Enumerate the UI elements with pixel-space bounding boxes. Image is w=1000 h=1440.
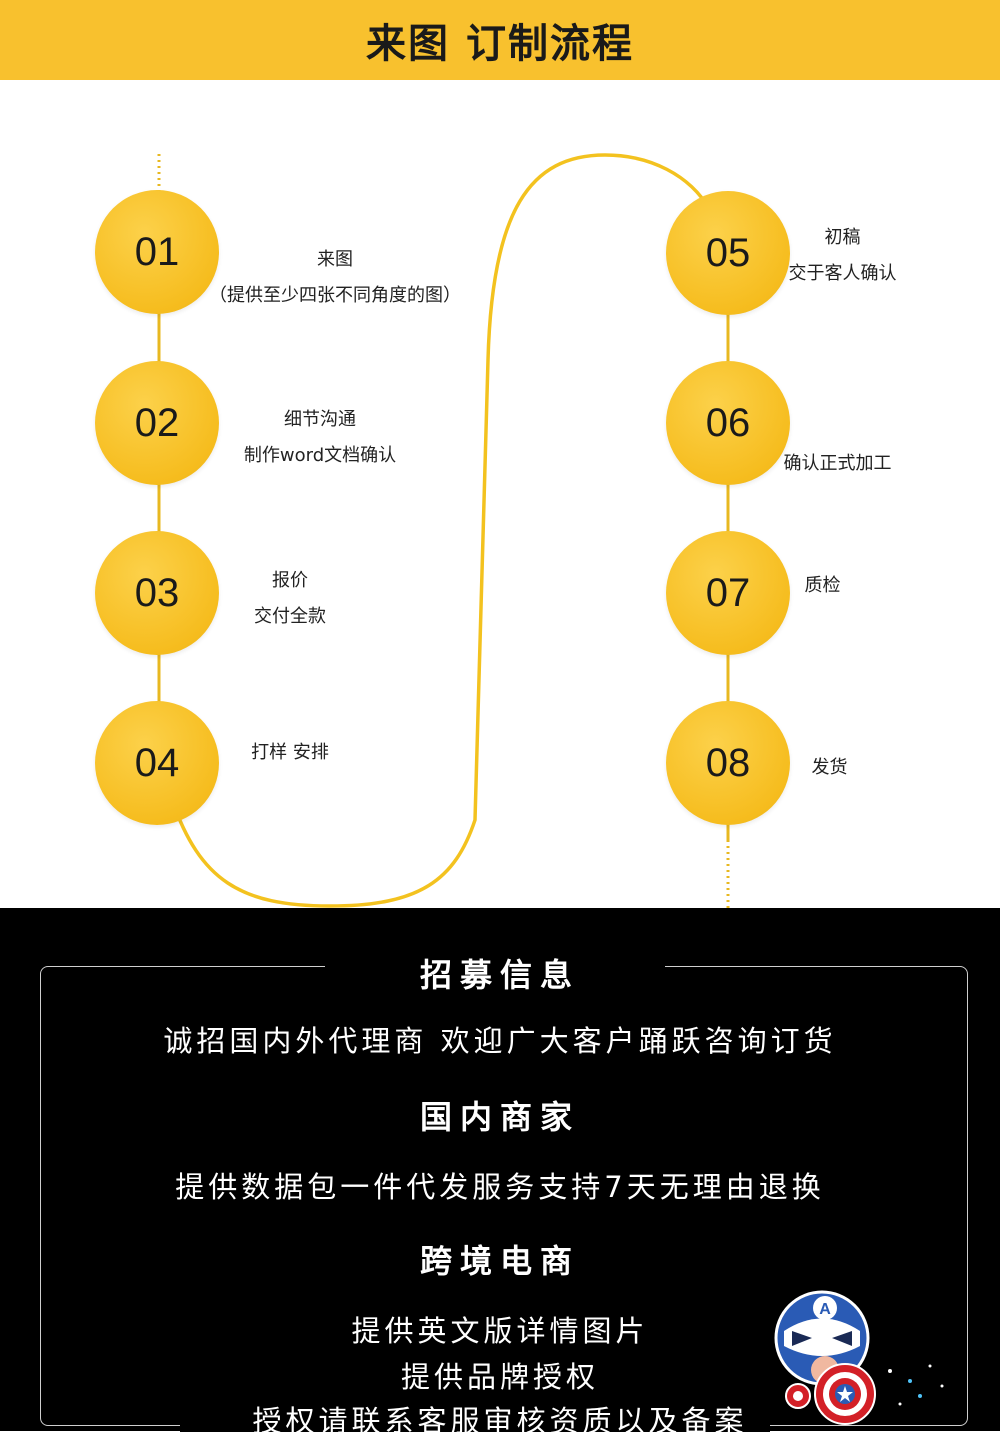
- step-circle-08: 08: [666, 701, 790, 825]
- step-label: 确认正式加工: [783, 453, 892, 474]
- crossborder-heading: 跨境电商: [419, 1242, 580, 1280]
- step-detail: （提供至少四张不同角度的图）: [209, 285, 461, 306]
- domestic-heading: 国内商家: [419, 1098, 580, 1136]
- step-circle-01: 01: [95, 190, 219, 314]
- step-circle-03: 03: [95, 531, 219, 655]
- step-detail: 交于客人确认: [788, 263, 897, 284]
- step-circle-04: 04: [95, 701, 219, 825]
- step-number: 07: [705, 570, 751, 615]
- step-label: 打样 安排: [251, 742, 329, 763]
- step-label: 细节沟通: [284, 409, 356, 430]
- recruit-heading: 招募信息: [419, 956, 580, 994]
- step-circle-06: 06: [666, 361, 790, 485]
- process-flow-diagram: 01 来图 （提供至少四张不同角度的图） 02 细节沟通 制作word文档确认 …: [0, 80, 1000, 910]
- step-detail: 制作word文档确认: [243, 445, 397, 466]
- page-title: 来图 订制流程: [366, 21, 634, 67]
- step-label: 来图: [317, 249, 353, 270]
- step-number: 02: [134, 400, 180, 445]
- step-text-08: 发货: [802, 750, 857, 786]
- step-detail: 交付全款: [254, 606, 326, 627]
- title-banner: 来图 订制流程: [0, 0, 1000, 80]
- step-circle-07: 07: [666, 531, 790, 655]
- step-circle-05: 05: [666, 191, 790, 315]
- step-circle-02: 02: [95, 361, 219, 485]
- step-number: 08: [705, 740, 751, 785]
- frame-gap-top: [325, 958, 665, 974]
- recruit-text: 诚招国内外代理商 欢迎广大客户踊跃咨询订货: [163, 1024, 837, 1058]
- crossborder-line-1: 提供英文版详情图片: [351, 1314, 649, 1348]
- step-number: 03: [134, 570, 180, 615]
- step-text-05: 初稿 交于客人确认: [775, 220, 910, 292]
- step-text-01: 来图 （提供至少四张不同角度的图）: [195, 242, 475, 314]
- step-label: 初稿: [824, 227, 861, 248]
- step-number: 04: [134, 740, 180, 785]
- step-label: 报价: [272, 570, 308, 591]
- step-text-03: 报价 交付全款: [240, 563, 340, 635]
- step-number: 05: [705, 230, 751, 275]
- step-number: 06: [705, 400, 751, 445]
- step-text-04: 打样 安排: [240, 735, 340, 771]
- info-section: 招募信息 诚招国内外代理商 欢迎广大客户踊跃咨询订货 国内商家 提供数据包一件代…: [0, 908, 1000, 1438]
- step-label: 质检: [804, 575, 841, 596]
- domestic-text: 提供数据包一件代发服务支持7天无理由退换: [175, 1170, 825, 1204]
- step-text-02: 细节沟通 制作word文档确认: [220, 402, 420, 474]
- step-text-06: 确认正式加工: [770, 446, 905, 482]
- step-text-07: 质检: [795, 568, 850, 604]
- step-number: 01: [134, 229, 180, 274]
- captain-shield-mascot-icon: A: [774, 1290, 944, 1425]
- crossborder-line-2: 提供品牌授权: [400, 1360, 599, 1394]
- frame-gap-bottom: [180, 1416, 770, 1432]
- step-label: 发货: [811, 757, 848, 778]
- svg-text:A: A: [819, 1301, 831, 1318]
- s-curve-connector: [170, 153, 712, 908]
